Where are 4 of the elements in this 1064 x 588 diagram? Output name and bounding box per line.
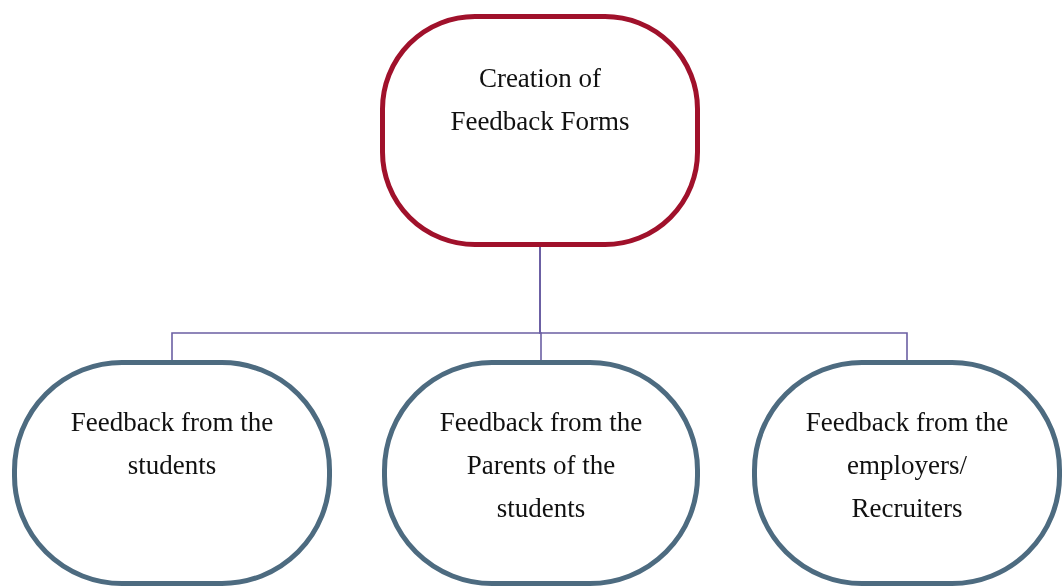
node-label: Feedback from the employers/ Recruiters <box>804 406 1010 526</box>
node-label: Creation of Feedback Forms <box>449 62 631 139</box>
node-label: Feedback from the Parents of the students <box>438 406 644 526</box>
node-label: Feedback from the students <box>69 406 275 483</box>
